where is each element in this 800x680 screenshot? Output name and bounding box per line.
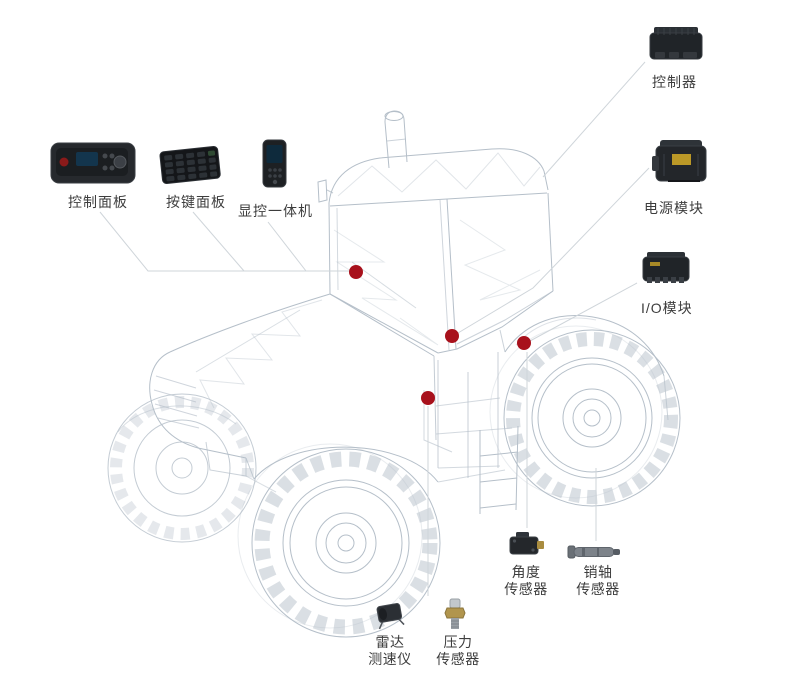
label-pin-shaft-sensor-line2: 传感器 [576, 581, 620, 597]
hotspot-marker-cab-side [517, 336, 531, 350]
hotspot-marker-chassis [421, 391, 435, 405]
pin-shaft-sensor-image [566, 540, 622, 567]
label-angle-sensor-line1: 角度 [511, 564, 541, 580]
label-pressure-sensor-line2: 传感器 [436, 651, 480, 667]
line-io-module [529, 282, 638, 342]
wheel-rear-right [489, 325, 681, 507]
controller-image [646, 24, 706, 71]
connector-lines [99, 61, 650, 596]
label-io-module: I/O模块 [641, 300, 693, 316]
label-keypad-panel: 按键面板 [166, 194, 226, 210]
cab [317, 148, 554, 354]
tractor-wireframe [107, 110, 681, 638]
line-keypad-panel [192, 211, 245, 272]
label-pin-shaft-sensor-line1: 销轴 [583, 564, 613, 580]
label-power-module: 电源模块 [644, 200, 704, 216]
label-radar-speedometer-line1: 雷达 [375, 634, 405, 650]
line-display-unit [267, 221, 307, 272]
hotspot-marker-engine [445, 329, 459, 343]
label-angle-sensor: 角度 传感器 [504, 564, 548, 598]
label-pin-shaft-sensor: 销轴 传感器 [576, 564, 620, 598]
label-controller: 控制器 [652, 74, 697, 90]
wheel-front [237, 443, 441, 638]
wheel-rear-left [107, 393, 257, 543]
line-controller [542, 61, 646, 178]
radar-speedometer-image [370, 598, 408, 635]
label-angle-sensor-line2: 传感器 [504, 581, 548, 597]
label-pressure-sensor-line1: 压力 [443, 634, 473, 650]
display-unit-image [260, 138, 290, 195]
power-module-image [650, 136, 712, 193]
line-power-module [457, 167, 650, 334]
rear-fender [499, 315, 669, 421]
chassis [245, 352, 519, 514]
label-pressure-sensor: 压力 传感器 [436, 634, 480, 668]
hotspot-markers [349, 265, 531, 405]
hood [117, 293, 439, 483]
hotspot-marker-windshield [349, 265, 363, 279]
line-control-panel [99, 211, 350, 272]
control-panel-image [50, 142, 136, 189]
pressure-sensor-image [442, 596, 468, 637]
label-radar-speedometer: 雷达 测速仪 [368, 634, 412, 668]
label-control-panel: 控制面板 [68, 194, 128, 210]
keypad-panel-image [158, 142, 222, 191]
io-module-image [638, 248, 694, 293]
angle-sensor-image [504, 528, 546, 565]
exhaust-pipe [384, 110, 408, 169]
label-radar-speedometer-line2: 测速仪 [368, 651, 412, 667]
label-display-unit: 显控一体机 [238, 203, 313, 219]
